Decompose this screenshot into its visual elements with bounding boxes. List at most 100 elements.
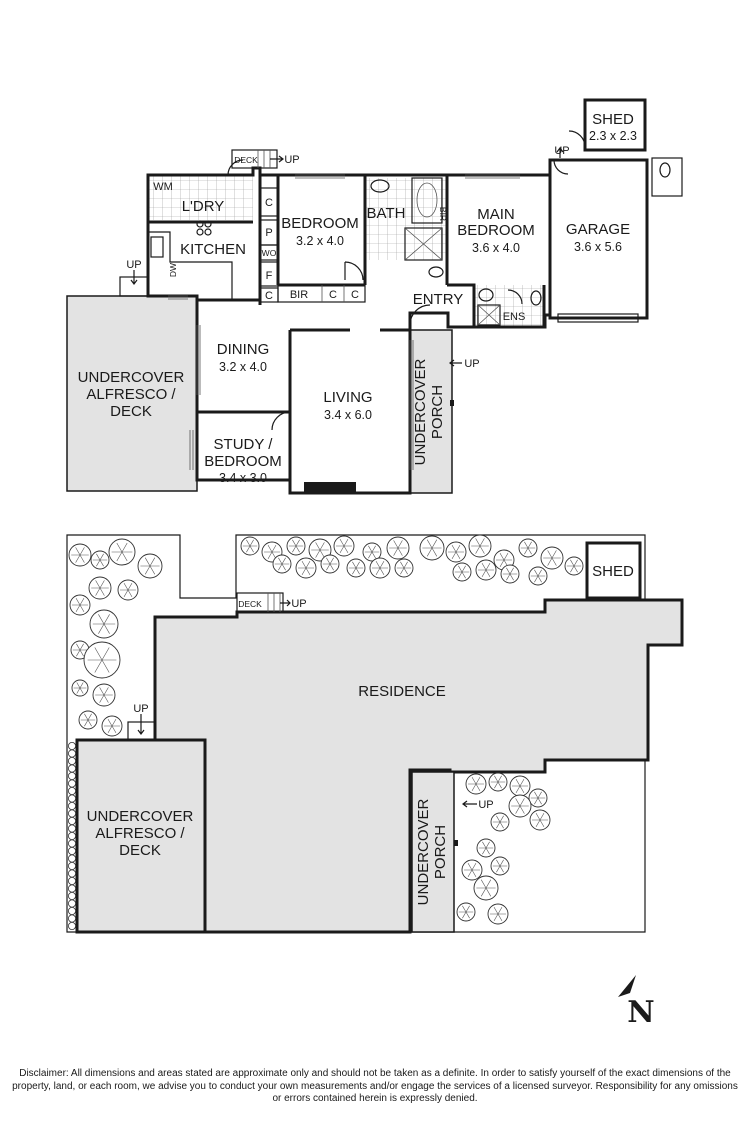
- kitchen-up-label: UP: [126, 259, 141, 271]
- fridge: [259, 261, 279, 287]
- garage-size: 3.6 x 5.6: [574, 240, 622, 254]
- study-label: STUDY /: [214, 436, 274, 453]
- kitchen-label: KITCHEN: [180, 241, 246, 258]
- tree-branches: [92, 553, 108, 567]
- tree-branches: [490, 906, 506, 922]
- hedge-shrub-icon: [68, 824, 77, 833]
- kitchen-sink: [150, 236, 164, 258]
- site-shed: [585, 541, 642, 600]
- dining-size: 3.2 x 4.0: [219, 360, 267, 374]
- garage-walls: [548, 158, 649, 320]
- site-alfresco-label-3: DECK: [119, 842, 161, 859]
- tree-branches: [492, 815, 508, 829]
- tree-branches: [298, 560, 314, 576]
- tree-branches: [530, 569, 546, 583]
- deck-up-label: UP: [284, 154, 299, 166]
- alfresco-deck-area: [66, 295, 198, 492]
- hedge-shrub-icon: [68, 907, 77, 916]
- site-deck-label: DECK: [238, 599, 262, 609]
- wall-oven: [259, 244, 279, 261]
- residence-footprint: [153, 598, 684, 934]
- hedge-shrub-icon: [68, 884, 77, 893]
- tree-branches: [91, 580, 109, 596]
- site-porch-label-2: PORCH: [432, 825, 449, 879]
- laundry-tiles: [148, 175, 253, 220]
- site-plan: SHED UNDERCOVER ALFRESCO / DECK RESIDENC…: [66, 534, 684, 934]
- site-alfresco-label-1: UNDERCOVER: [87, 808, 194, 825]
- porch-label-2: PORCH: [429, 385, 446, 439]
- tree-branches: [87, 647, 117, 673]
- alfresco-label-2: ALFRESCO /: [86, 386, 176, 403]
- tree-branches: [476, 879, 496, 897]
- cupboard-c-label-2: C: [265, 290, 273, 302]
- site-porch-light: [454, 840, 458, 846]
- tree-branches: [396, 561, 412, 575]
- main-bedroom-label-2: BEDROOM: [457, 222, 535, 239]
- fridge-label: F: [266, 270, 273, 282]
- living-label: LIVING: [323, 389, 372, 406]
- hedge-shrub-icon: [68, 862, 77, 871]
- tree-branches: [348, 561, 364, 575]
- tree-branches: [73, 682, 87, 694]
- garage-sink-icon: [659, 162, 671, 178]
- bedroom-size: 3.2 x 4.0: [296, 234, 344, 248]
- tree-branches: [543, 550, 561, 566]
- site-alfresco-label-2: ALFRESCO /: [95, 825, 185, 842]
- hedge-shrub-icon: [68, 764, 77, 773]
- tree-branches: [242, 539, 258, 553]
- tree-branches: [311, 542, 329, 558]
- tree-branches: [322, 557, 338, 571]
- shed-up-label: UP: [554, 145, 569, 157]
- tree-branches: [72, 597, 88, 613]
- north-arrow-icon: [618, 975, 636, 997]
- alfresco-label-1: UNDERCOVER: [78, 369, 185, 386]
- shed-up-arrow: [556, 147, 564, 158]
- tree-branches: [566, 559, 582, 573]
- tree-branches: [530, 791, 546, 805]
- windows: [168, 174, 520, 470]
- shed-outline: [583, 98, 647, 152]
- tree-branches: [490, 775, 506, 789]
- site-porch: [411, 771, 455, 933]
- shed-door: [568, 130, 586, 148]
- laundry-label: L'DRY: [182, 198, 225, 215]
- bathtub: [411, 177, 443, 224]
- living-size: 3.4 x 6.0: [324, 408, 372, 422]
- porch-area: [409, 329, 453, 494]
- hedge-shrub-icon: [68, 802, 77, 811]
- porch-up-label: UP: [464, 358, 479, 370]
- hedge-shrub-icon: [68, 877, 77, 886]
- hedge-shrub-icon: [68, 742, 77, 751]
- wm-label: WM: [153, 181, 173, 193]
- ensuite-label: ENS: [503, 311, 526, 323]
- cupboard-c-top: [259, 187, 279, 217]
- ensuite-tiles: [474, 285, 544, 327]
- north-arrow: N: [618, 975, 655, 1030]
- tree-branches: [478, 562, 494, 578]
- site-deck-up-label: UP: [291, 598, 306, 610]
- hedge-shrub-icon: [68, 794, 77, 803]
- bedroom-label: BEDROOM: [281, 215, 359, 232]
- tree-branches: [448, 544, 464, 560]
- north-label: N: [627, 995, 654, 1030]
- cooktop-burner: [204, 220, 212, 228]
- tree-branches: [140, 557, 160, 575]
- tree-branches: [422, 539, 442, 557]
- dining-label: DINING: [217, 341, 270, 358]
- tree-branches: [72, 643, 88, 657]
- disclaimer-text: Disclaimer: All dimensions and areas sta…: [12, 1068, 738, 1104]
- tree-branches: [520, 541, 536, 555]
- ensuite-toilet: [530, 290, 542, 306]
- hedge-shrub-icon: [68, 847, 77, 856]
- toilet-icon: [428, 266, 444, 278]
- tree-branches: [92, 614, 116, 634]
- floor-plan: SHED 2.3 x 2.3 GARAGE 3.6 x 5.6 MAIN BED…: [66, 98, 683, 495]
- alfresco-label-3: DECK: [110, 403, 152, 420]
- tree-branches: [454, 565, 470, 579]
- hedge-shrub-icon: [68, 854, 77, 863]
- up-arrow: [270, 155, 284, 163]
- tree-branches: [364, 545, 380, 559]
- tree-branches: [80, 713, 96, 727]
- tree-branches: [95, 687, 113, 703]
- cooktop-burner: [196, 228, 204, 236]
